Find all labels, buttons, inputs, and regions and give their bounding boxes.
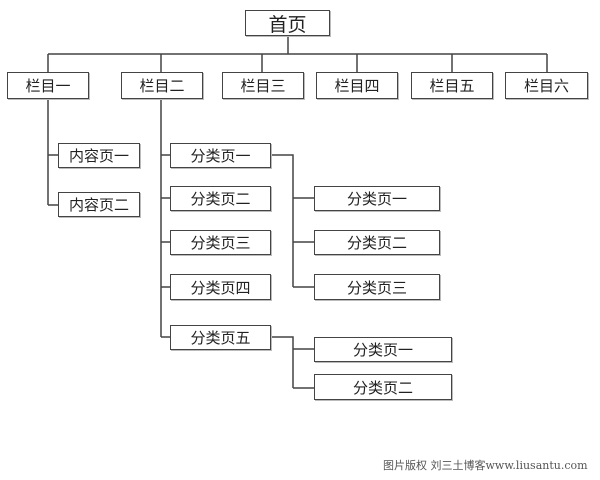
node-category-5[interactable]: 分类页五 [170, 325, 271, 350]
node-category-1-sub-1[interactable]: 分类页一 [314, 186, 440, 211]
node-category-1[interactable]: 分类页一 [170, 143, 271, 168]
node-category-1-sub-3[interactable]: 分类页三 [314, 274, 440, 300]
node-column-1[interactable]: 栏目一 [7, 72, 89, 99]
node-column-4[interactable]: 栏目四 [316, 72, 398, 99]
node-category-5-sub-1[interactable]: 分类页一 [314, 337, 452, 362]
node-content-page-1[interactable]: 内容页一 [58, 143, 140, 168]
node-category-3[interactable]: 分类页三 [170, 230, 271, 255]
node-category-5-sub-2[interactable]: 分类页二 [314, 374, 452, 400]
node-category-1-sub-2[interactable]: 分类页二 [314, 230, 440, 255]
node-column-5[interactable]: 栏目五 [411, 72, 493, 99]
node-home[interactable]: 首页 [245, 10, 330, 36]
node-column-6[interactable]: 栏目六 [505, 72, 588, 99]
node-column-2[interactable]: 栏目二 [121, 72, 203, 99]
node-content-page-2[interactable]: 内容页二 [58, 192, 140, 217]
node-column-3[interactable]: 栏目三 [222, 72, 304, 99]
node-category-4[interactable]: 分类页四 [170, 274, 271, 300]
watermark: 图片版权 刘三土博客www.liusantu.com [383, 459, 588, 472]
node-category-2[interactable]: 分类页二 [170, 186, 271, 211]
